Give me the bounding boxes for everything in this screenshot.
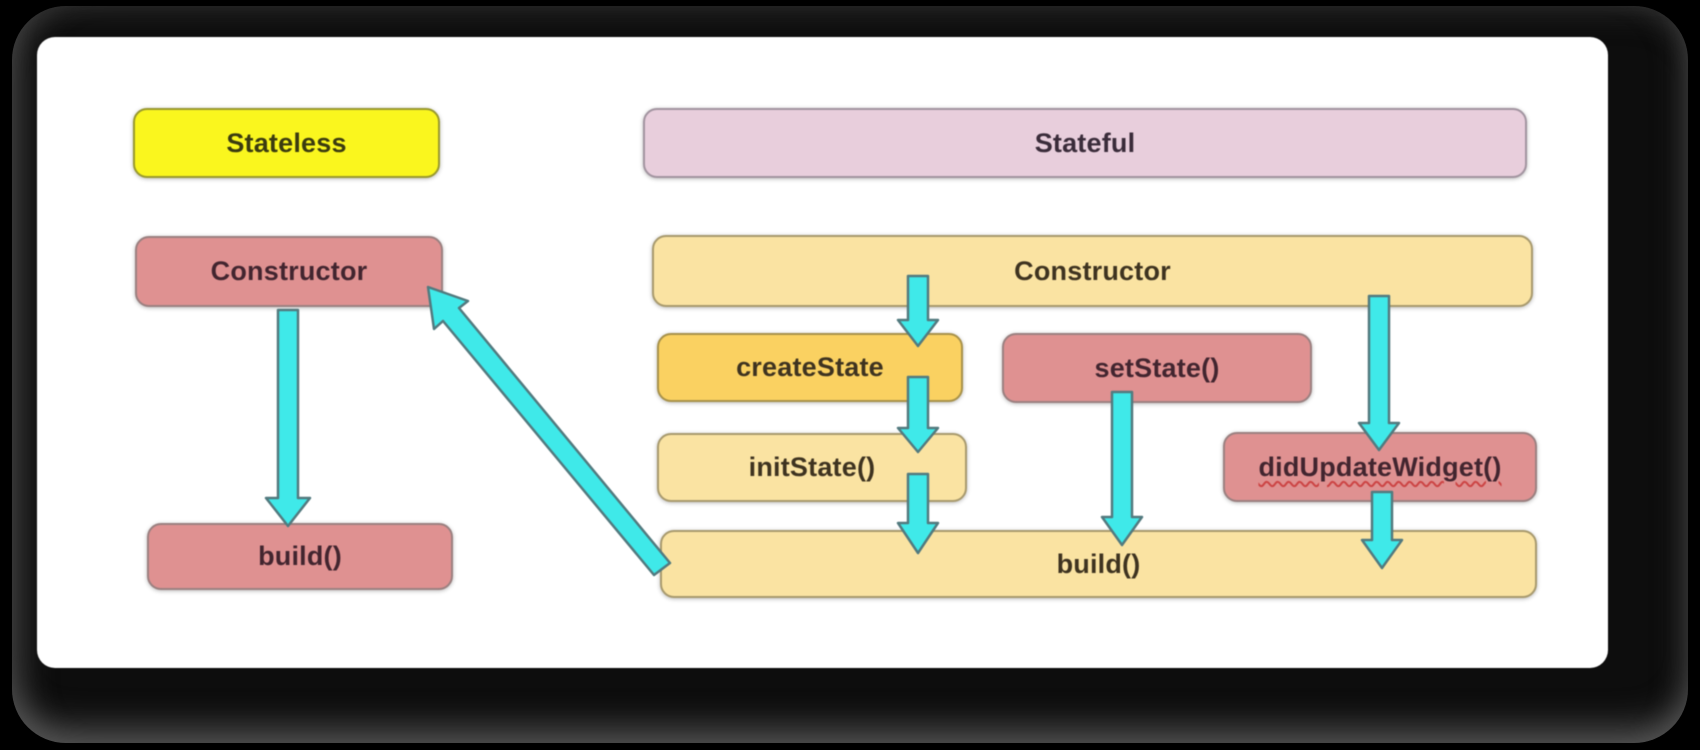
node-label-setstate: setState() — [1094, 352, 1220, 383]
node-label-build-stateless: build() — [258, 541, 342, 571]
node-build-stateful: build() — [660, 530, 1537, 598]
node-label-build-stateful: build() — [1056, 548, 1141, 579]
node-setstate: setState() — [1002, 333, 1312, 403]
arrow-constructor-to-didupdatewidget — [1357, 294, 1401, 452]
arrow-constructor-stateless-to-build — [264, 308, 312, 528]
node-label-constructor-stateless: Constructor — [210, 256, 368, 286]
node-initstate: initState() — [657, 433, 967, 502]
node-label-stateless: Stateless — [226, 127, 347, 158]
node-createstate: createState — [657, 333, 963, 402]
node-label-initstate: initState() — [748, 452, 876, 482]
node-build-stateless: build() — [147, 523, 453, 590]
node-stateful: Stateful — [643, 108, 1527, 178]
arrow-build-to-constructor-stateless — [426, 285, 672, 577]
node-label-createstate: createState — [736, 352, 884, 382]
node-label-didupdatewidget: didUpdateWidget() — [1258, 451, 1502, 482]
node-stateless: Stateless — [133, 108, 440, 178]
node-constructor-stateless: Constructor — [135, 236, 443, 307]
node-label-stateful: Stateful — [1034, 127, 1136, 158]
arrow-setstate-to-build — [1100, 390, 1144, 547]
node-didupdatewidget: didUpdateWidget() — [1223, 432, 1537, 502]
node-constructor-stateful: Constructor — [652, 235, 1533, 307]
diagram-canvas: Stateless Constructor build() Stateful C… — [37, 37, 1608, 668]
node-label-constructor-stateful: Constructor — [1014, 255, 1171, 286]
